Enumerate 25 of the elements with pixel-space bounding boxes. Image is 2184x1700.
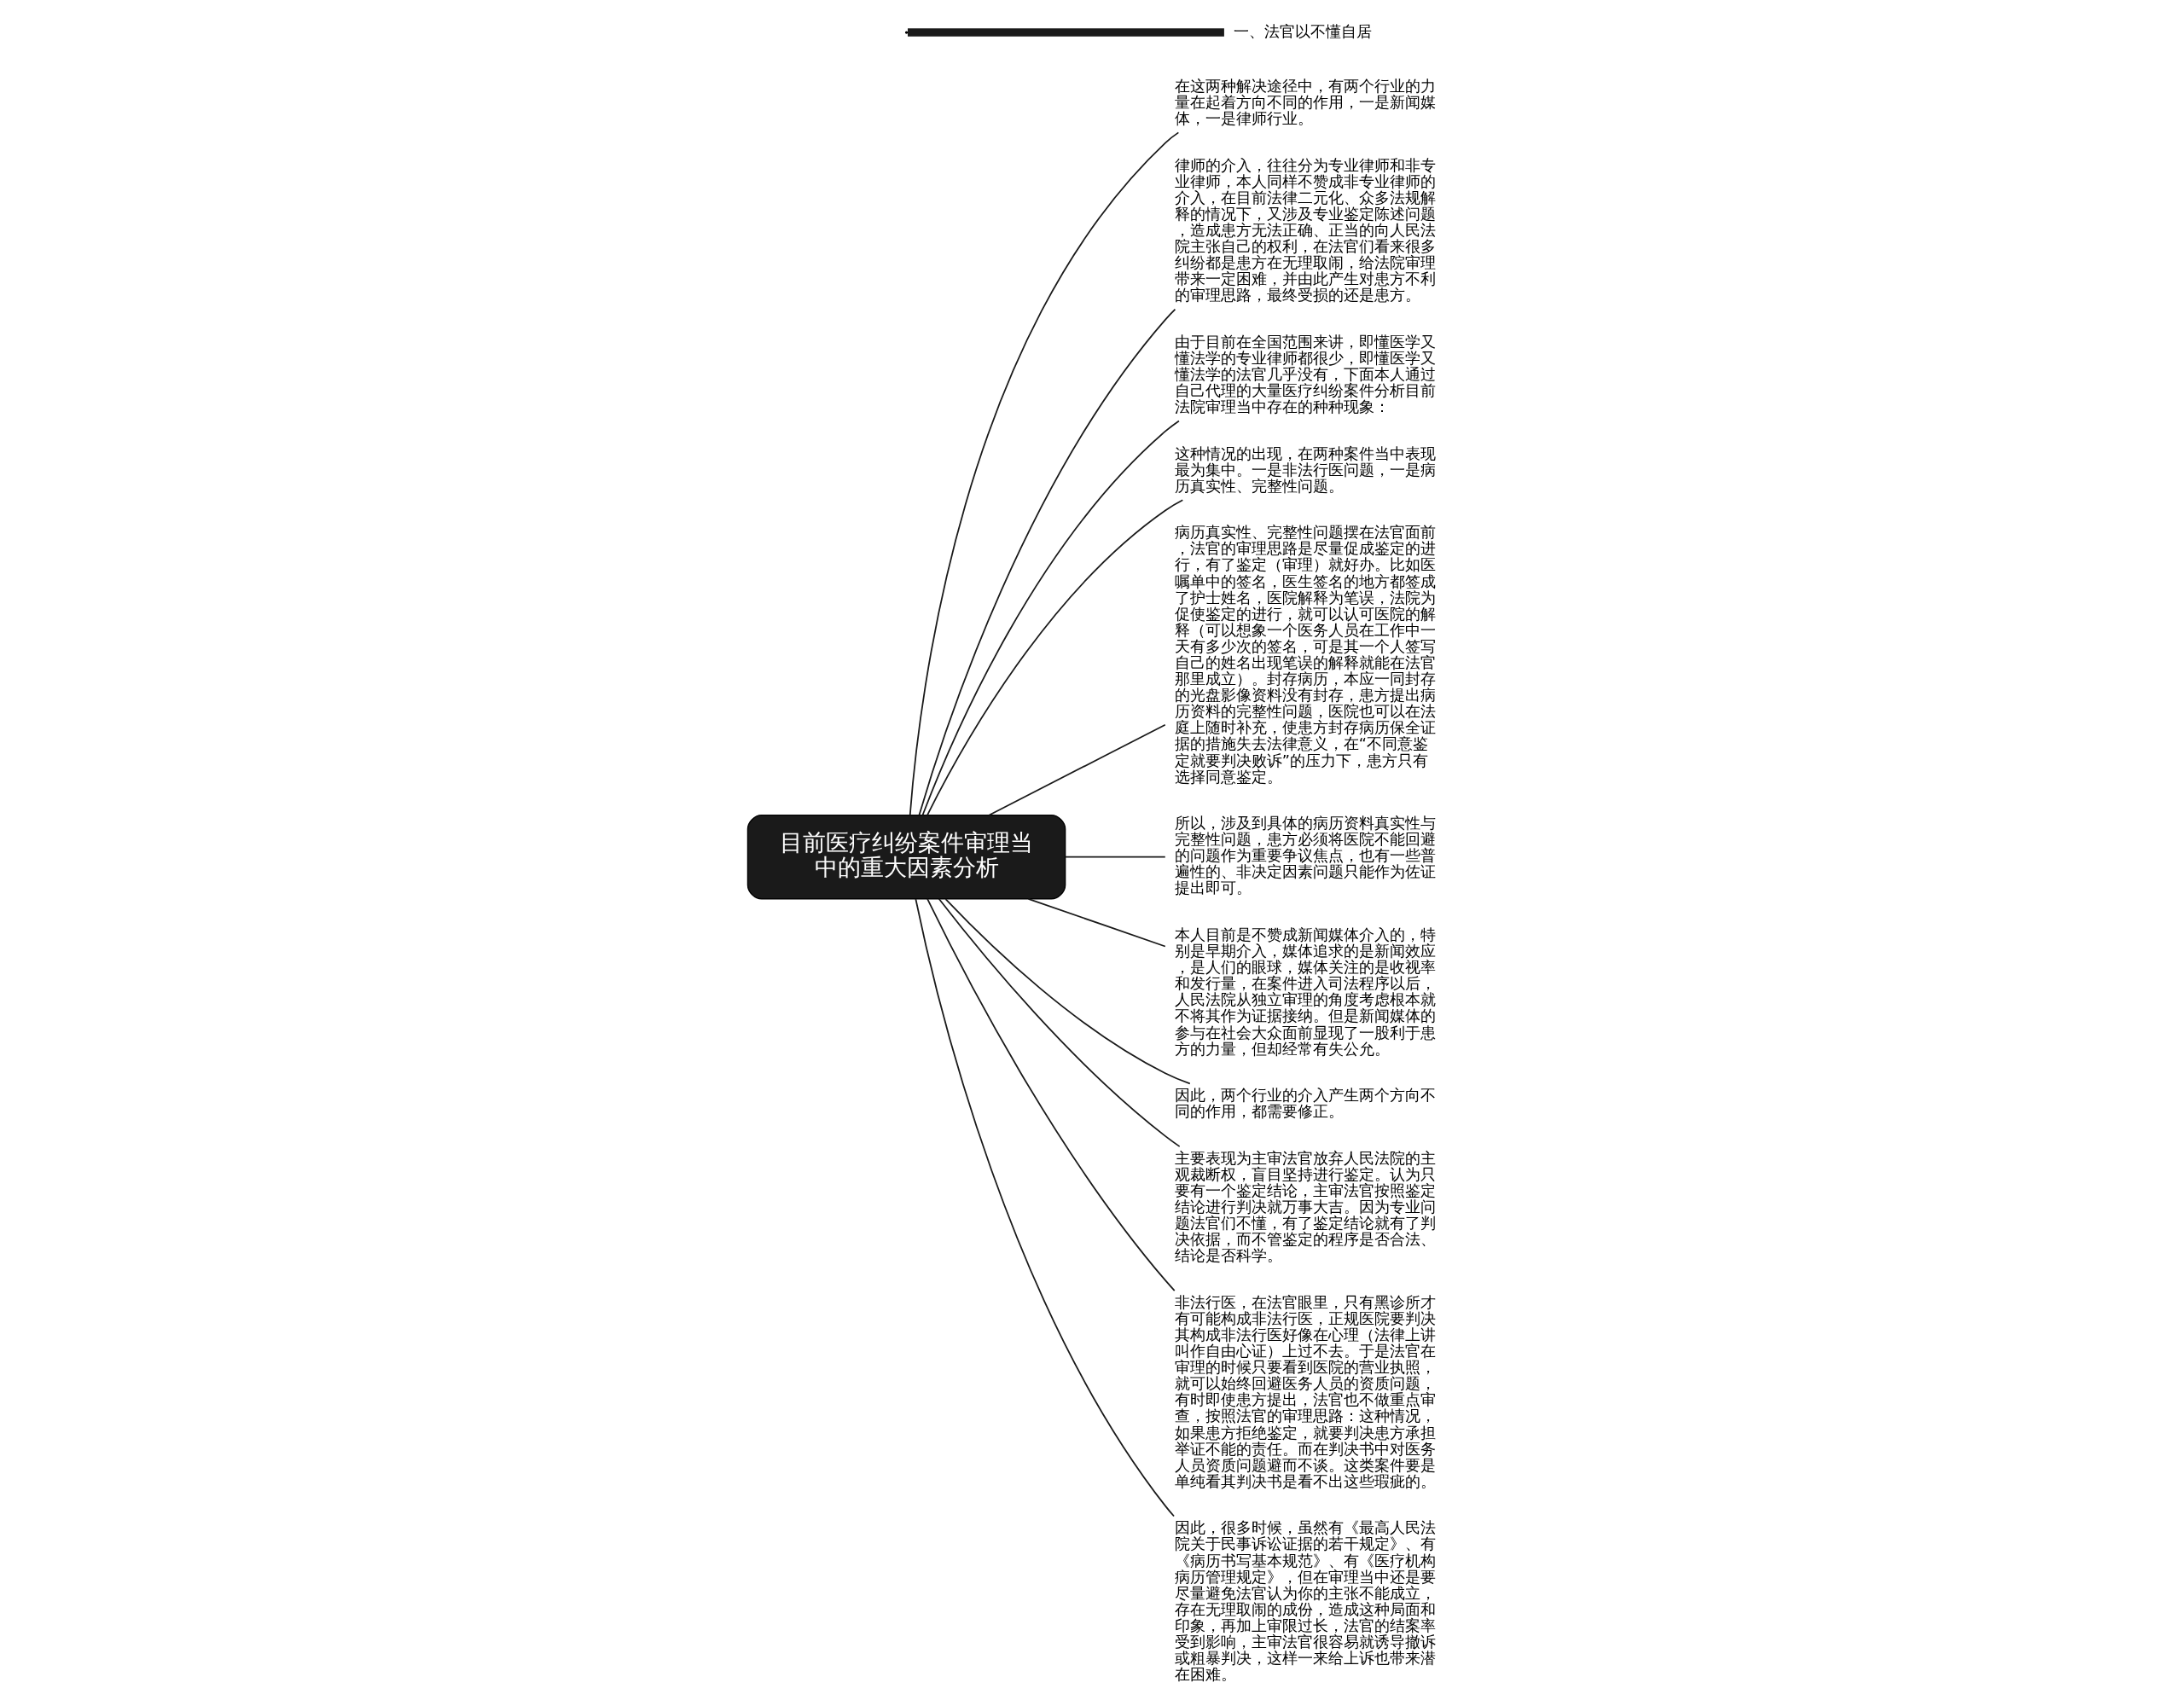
node-box: 目前医疗纠纷案件审理当中的重大因素分析 <box>746 814 1066 900</box>
connector <box>938 897 1181 1147</box>
node-text: 由于目前在全国范围来讲，即懂医学又懂法学的专业律师都很少，即懂医学又懂法学的法官几乎没有，下面本人通过自己代理的大量医疗纠纷案件分析目前法院审理当中存在的种种现象： <box>1174 333 1436 416</box>
connector <box>908 28 1224 37</box>
connector <box>915 898 1175 1517</box>
node-text: 所以，涉及到具体的病历资料真实性与完整性问题，患方必须将医院不能回避的问题作为重要争议焦点，也有一些普遍性的、非决定因素问题只能作为佐证提出即可。 <box>1174 815 1436 897</box>
connector <box>926 499 1184 816</box>
connector <box>918 308 1176 816</box>
connector <box>944 898 1191 1085</box>
node-text: 非法行医，在法官眼里，只有黑诊所才有可能构成非法行医，正规医院要判决其构成非法行医好像在心理（法律上讲叫作自由心证）上过不去。于是法官在审理的时候只要看到医院的营业执照，就可以始终回避医务人员的资质问题，有时即使患方提出，法官也不做重点审查，按照法官的审理思路：这种情况，如果患方拒绝鉴定，就要判决患方承担举证不能的责任。而在判决书中对医务人员资质问题避而不谈。这类案件要是单纯看其判决书是看不出这些瑕疵的。 <box>1174 1293 1436 1490</box>
connector <box>1064 856 1166 858</box>
node-text: 因此，两个行业的介入产生两个方向不同的作用，都需要修正。 <box>1174 1087 1436 1121</box>
node-text: 在这两种解决途径中，有两个行业的力量在起着方向不同的作用，一是新闻媒体，一是律师行业。 <box>1174 77 1436 127</box>
connector <box>921 420 1180 816</box>
connector <box>909 131 1180 816</box>
connector <box>1027 897 1166 948</box>
node-text: 一、法官以不懂自居 <box>1234 22 1373 40</box>
node-text: 律师的介入，往往分为专业律师和非专业律师，本人同样不赞成非专业律师的介入，在目前法律二元化、众多法规解释的情况下，又涉及专业鉴定陈述问题，造成患方无法正确、正当的向人民法院主张自己的权利，在法官们看来很多纠纷都是患方在无理取闹，给法院审理带来一定困难，并由此产生对患方不利的审理思路，最终受损的还是患方。 <box>1174 156 1436 305</box>
node-text: 本人目前是不赞成新闻媒体介入的，特别是早期介入，媒体追求的是新闻效应，是人们的眼球，媒体关注的是收视率和发行量，在案件进入司法程序以后，人民法院从独立审理的角度考虑根本就不将其作为证据接纳。但是新闻媒体的参与在社会大众面前显现了一股利于患方的力量，但却经常有失公允。 <box>1174 926 1436 1058</box>
connector <box>988 723 1166 816</box>
connector <box>926 898 1176 1291</box>
node-text: 这种情况的出现，在两种案件当中表现最为集中。一是非法行医问题，一是病历真实性、完整性问题。 <box>1174 444 1436 495</box>
node-text: 主要表现为主审法官放弃人民法院的主观裁断权，盲目坚持进行鉴定。认为只要有一个鉴定结论，主审法官按照鉴定结论进行判决就万事大吉。因为专业问题法官们不懂，有了鉴定结论就有了判决依据，而不管鉴定的程序是否合法、结论是否科学。 <box>1174 1149 1436 1265</box>
node-text: 病历真实性、完整性问题摆在法官面前，法官的审理思路是尽量促成鉴定的进行，有了鉴定（审理）就好办。比如医嘱单中的签名，医生签名的地方都签成了护士姓名，医院解释为笔误，法院为促使鉴定的进行，就可以认可医院的解释（可以想象一个医务人员在工作中一天有多少次的签名，可是其一个人签写自己的姓名出现笔误的解释就能在法官那里成立）。封存病历，本应一同封存的光盘影像资料没有封存，患方提出病历资料的完整性问题，医院也可以在法庭上随时补充，使患方封存病历保全证据的措施失去法律意义，在“不同意鉴定就要判决败诉”的压力下，患方只有选择同意鉴定。 <box>1174 524 1436 786</box>
node-text: 因此，很多时候，虽然有《最高人民法院关于民事诉讼证据的若干规定》、有《病历书写基本规范》、有《医疗机构病历管理规定》，但在审理当中还是要尽量避免法官认为你的主张不能成立，存在无理取闹的成份，造成这种局面和印象，再加上审限过长，法官的结案率受到影响，主审法官很容易就诱导撤诉或粗暴判决，这样一来给上诉也带来潜在困难。 <box>1174 1519 1436 1684</box>
